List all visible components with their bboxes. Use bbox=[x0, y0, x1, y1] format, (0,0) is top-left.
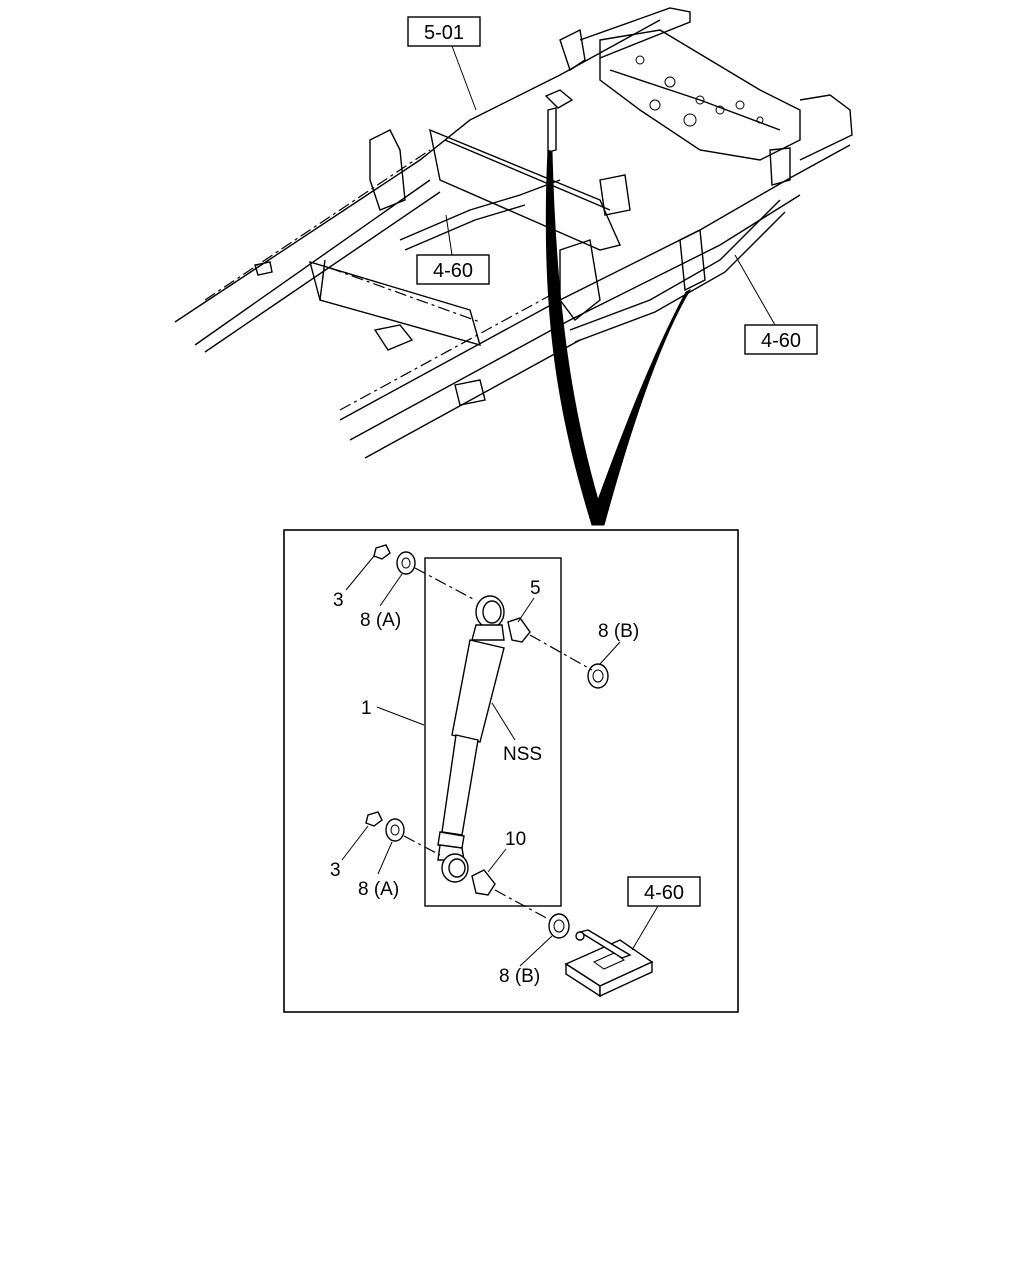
ref-box-spring-right: 4-60 bbox=[734, 254, 818, 355]
callout-bushing-upper: 5 bbox=[530, 578, 541, 599]
detail-pointer bbox=[545, 149, 692, 526]
washer-b-lower bbox=[548, 913, 570, 939]
assembly-box bbox=[424, 557, 562, 907]
detail-frame bbox=[283, 529, 739, 1013]
callouts: 1 3 8 (A) 5 8 (B) NSS 3 8 (A) 10 8 (B) bbox=[330, 555, 639, 987]
shock-absorber bbox=[437, 595, 505, 883]
bushing-lower bbox=[471, 869, 496, 896]
ref-box-frame: 5-01 bbox=[407, 16, 481, 111]
nut-lower bbox=[365, 811, 383, 827]
nut-upper bbox=[373, 544, 391, 560]
callout-nut-lower: 3 bbox=[330, 860, 341, 881]
ref-box-bracket: 4-60 bbox=[627, 876, 701, 951]
ref-label-spring-left: 4-60 bbox=[433, 260, 473, 282]
ref-label-spring-right: 4-60 bbox=[761, 330, 801, 352]
bushing-upper bbox=[507, 617, 531, 643]
ref-label-bracket: 4-60 bbox=[644, 882, 684, 904]
ref-label-frame: 5-01 bbox=[424, 22, 464, 44]
chassis-frame-drawing bbox=[174, 7, 853, 459]
washer-a-upper bbox=[396, 551, 416, 575]
callout-washer-a-upper: 8 (A) bbox=[360, 610, 401, 631]
callout-nut-upper: 3 bbox=[333, 590, 344, 611]
callout-washer-b-lower: 8 (B) bbox=[499, 966, 540, 987]
callout-bushing-lower: 10 bbox=[505, 829, 526, 850]
callout-shock-absorber: 1 bbox=[361, 698, 372, 719]
lower-bracket bbox=[564, 929, 654, 998]
callout-washer-a-lower: 8 (A) bbox=[358, 879, 399, 900]
upper-hardware bbox=[373, 544, 609, 689]
washer-a-lower bbox=[385, 818, 405, 842]
ref-box-spring-left: 4-60 bbox=[416, 214, 490, 285]
washer-b-upper bbox=[587, 663, 609, 689]
callout-nss: NSS bbox=[503, 744, 542, 765]
callout-washer-b-upper: 8 (B) bbox=[598, 621, 639, 642]
lower-hardware bbox=[365, 811, 570, 939]
